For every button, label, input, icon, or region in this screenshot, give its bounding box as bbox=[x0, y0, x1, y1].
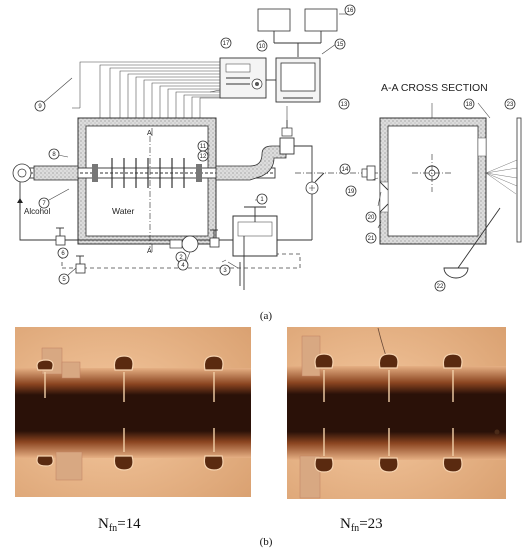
water-label: Water bbox=[112, 206, 135, 216]
part-number-labels: 1 2 3 4 5 6 7 8 9 10 11 12 13 14 15 16 1… bbox=[34, 4, 516, 292]
svg-text:20: 20 bbox=[368, 215, 375, 221]
flowmeter bbox=[12, 163, 32, 183]
svg-text:21: 21 bbox=[368, 236, 375, 242]
svg-text:19: 19 bbox=[348, 189, 355, 195]
valve-13 bbox=[279, 137, 295, 155]
valve-5 bbox=[75, 255, 86, 274]
box-16 bbox=[304, 8, 338, 32]
valve-2 bbox=[209, 229, 220, 248]
outlet-pipe bbox=[215, 145, 287, 181]
tank-inner bbox=[85, 125, 209, 237]
box-17 bbox=[257, 8, 291, 32]
svg-text:14: 14 bbox=[342, 167, 349, 173]
pump-4 bbox=[169, 235, 199, 253]
screen bbox=[516, 117, 522, 243]
svg-text:5: 5 bbox=[62, 277, 66, 283]
caption-a: (a) bbox=[260, 310, 273, 322]
svg-text:12: 12 bbox=[200, 154, 207, 160]
valve-6 bbox=[55, 227, 66, 246]
svg-text:8: 8 bbox=[52, 152, 56, 158]
svg-text:9: 9 bbox=[38, 104, 42, 110]
svg-text:2: 2 bbox=[179, 255, 183, 261]
svg-text:3: 3 bbox=[223, 268, 227, 274]
alcohol-label: Alcohol bbox=[24, 207, 50, 216]
camera bbox=[443, 207, 501, 279]
svg-text:6: 6 bbox=[61, 251, 65, 257]
svg-text:22: 22 bbox=[437, 284, 444, 290]
cross-section-inner bbox=[387, 125, 479, 237]
label-nfn-14: Nfn=14 bbox=[98, 516, 141, 534]
svg-text:10: 10 bbox=[259, 44, 266, 50]
svg-text:15: 15 bbox=[337, 42, 344, 48]
light-source bbox=[361, 165, 376, 181]
svg-text:18: 18 bbox=[466, 102, 473, 108]
svg-text:17: 17 bbox=[223, 41, 230, 47]
svg-text:7: 7 bbox=[42, 201, 46, 207]
svg-text:1: 1 bbox=[260, 197, 264, 203]
svg-text:23: 23 bbox=[507, 102, 514, 108]
svg-text:13: 13 bbox=[341, 102, 348, 108]
svg-text:16: 16 bbox=[347, 8, 354, 14]
photo-right bbox=[287, 327, 506, 499]
section-mark-top: A bbox=[147, 130, 152, 137]
caption-b: (b) bbox=[260, 536, 273, 548]
light-rays bbox=[485, 159, 518, 195]
cross-section-title: A-A CROSS SECTION bbox=[381, 82, 488, 94]
label-nfn-23: Nfn=23 bbox=[340, 516, 383, 534]
section-mark-bottom: A bbox=[147, 248, 152, 255]
svg-text:4: 4 bbox=[181, 263, 185, 269]
photo-left bbox=[15, 327, 251, 497]
fins bbox=[111, 158, 185, 188]
svg-text:11: 11 bbox=[200, 144, 207, 150]
schematic-diagram: A-A CROSS SECTION Alcohol Water A A 1 2 … bbox=[12, 4, 522, 292]
